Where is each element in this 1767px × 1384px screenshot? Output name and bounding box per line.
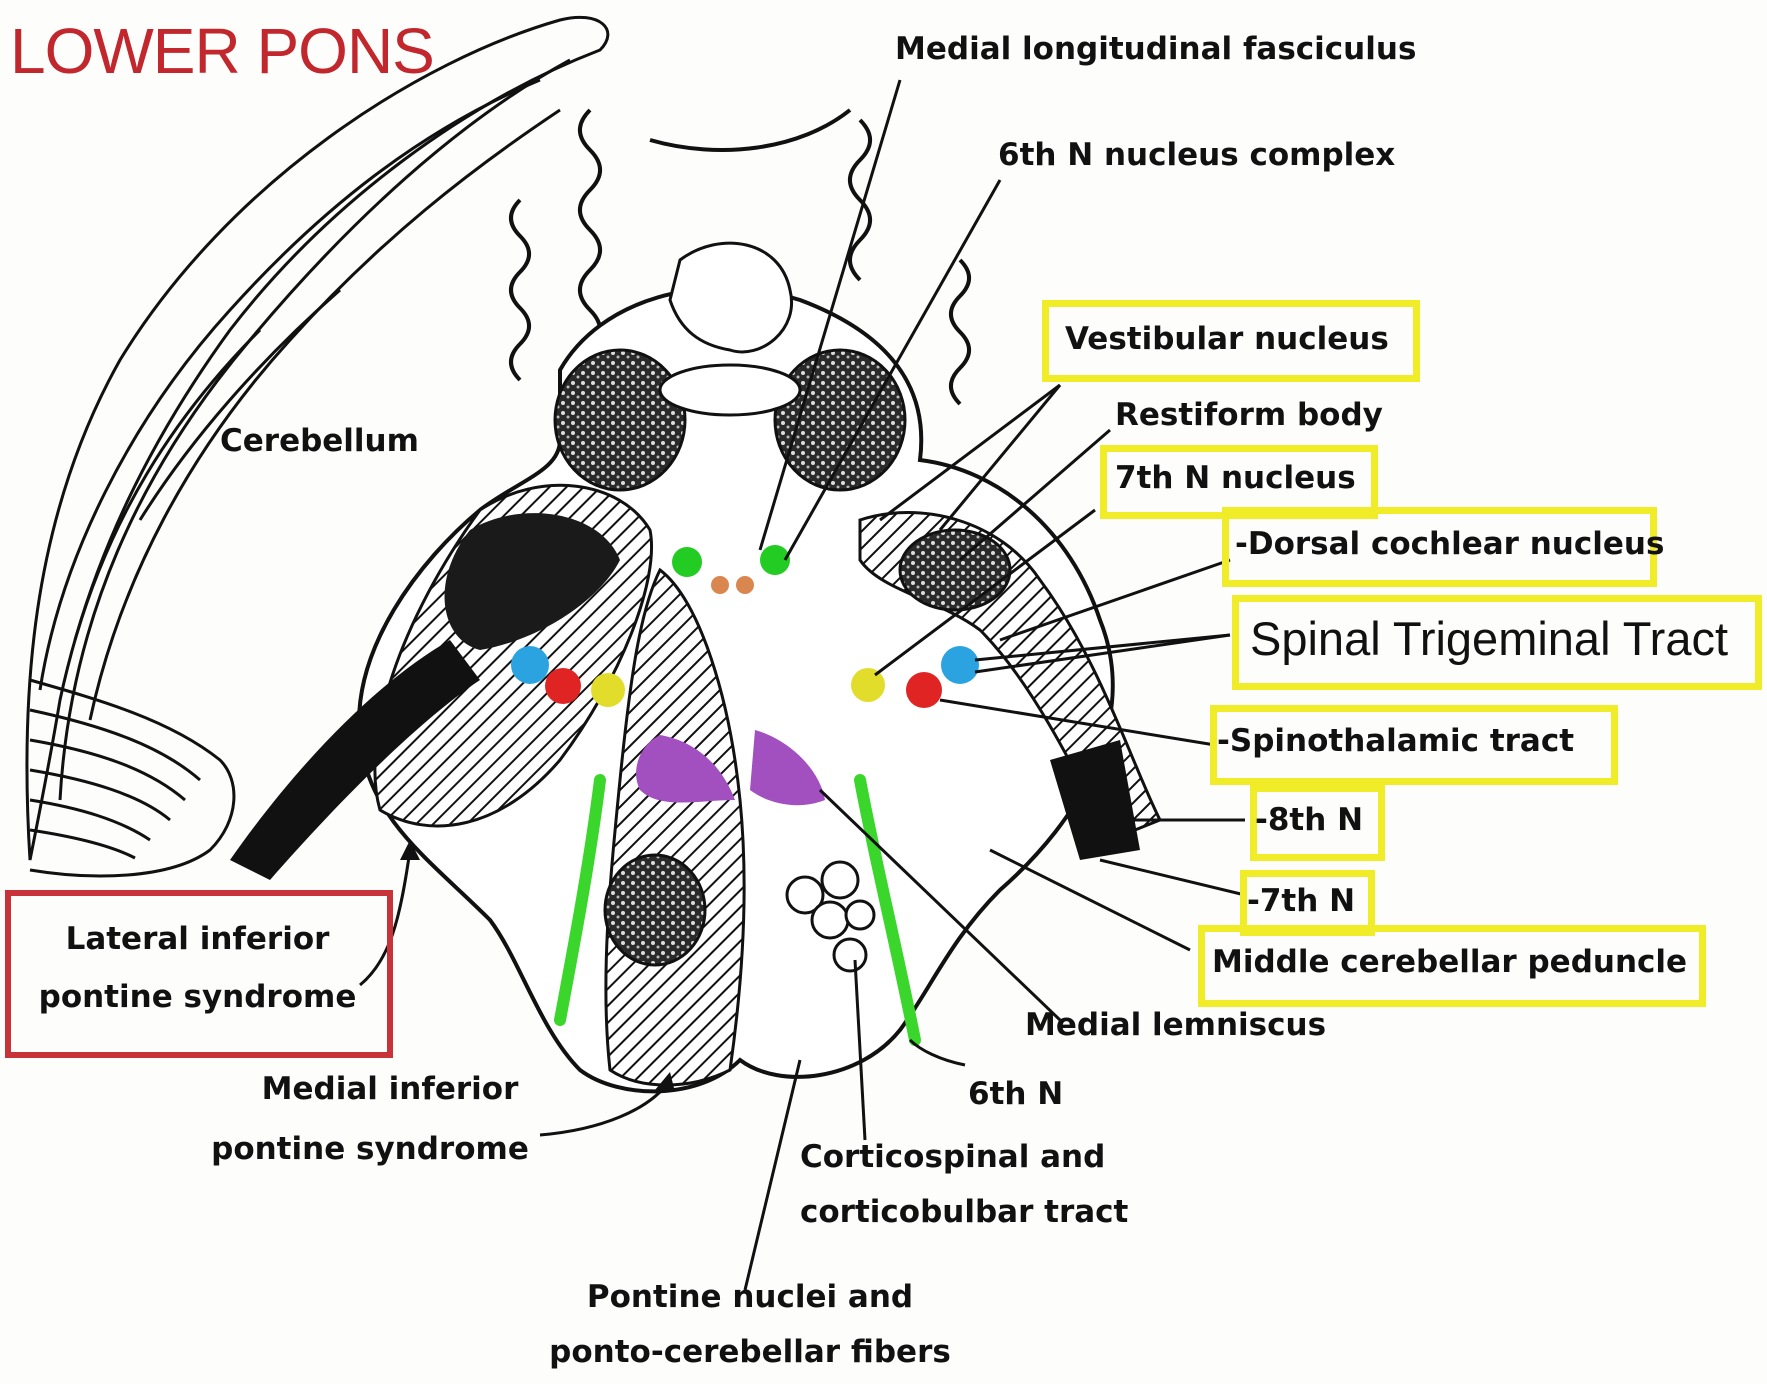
mcp-label: Middle cerebellar peduncle — [1212, 945, 1687, 981]
mlf-right-dot — [736, 576, 754, 594]
mlf-label: Medial longitudinal fasciculus — [895, 32, 1416, 68]
eighth-n-label: -8th N — [1255, 803, 1363, 839]
seventh-nucleus-label: 7th N nucleus — [1115, 461, 1356, 497]
spinal-trigeminal-label: Spinal Trigeminal Tract — [1250, 612, 1728, 666]
lateral-syndrome-box — [5, 890, 393, 1058]
corticospinal-label-line2: corticobulbar tract — [800, 1195, 1128, 1231]
restiform-label: Restiform body — [1115, 398, 1383, 434]
spinothalamic-right-dot — [906, 672, 942, 708]
seventh-nucleus-left-dot — [591, 673, 625, 707]
pontine-label-line2: ponto-cerebellar fibers — [540, 1335, 960, 1371]
sixth-n-label: 6th N — [968, 1077, 1063, 1113]
medial-syndrome-label-line1: Medial inferior — [220, 1072, 560, 1108]
corticospinal-label-line1: Corticospinal and — [800, 1140, 1105, 1176]
medial-lemniscus-label: Medial lemniscus — [1025, 1008, 1326, 1044]
lateral-syndrome-label-line1: Lateral inferior — [25, 922, 370, 958]
lateral-syndrome-label-line2: pontine syndrome — [25, 980, 370, 1016]
pontine-label-line1: Pontine nuclei and — [560, 1280, 940, 1316]
spinal-trigeminal-right-dot — [941, 646, 979, 684]
mlf-left-dot — [711, 576, 729, 594]
vestibular-label: Vestibular nucleus — [1065, 322, 1389, 358]
sixth-nucleus-label: 6th N nucleus complex — [998, 138, 1395, 174]
spinothalamic-left-dot — [545, 668, 581, 704]
medial-syndrome-label-line2: pontine syndrome — [200, 1132, 540, 1168]
dorsal-cochlear-label: -Dorsal cochlear nucleus — [1235, 527, 1664, 563]
spinothalamic-label: -Spinothalamic tract — [1217, 724, 1574, 760]
cerebellum-label: Cerebellum — [220, 424, 419, 460]
page-title: LOWER PONS — [10, 14, 434, 88]
spinal-trigeminal-left-dot — [511, 646, 549, 684]
sixth-nucleus-left-dot — [672, 547, 702, 577]
seventh-n-label: -7th N — [1247, 884, 1355, 920]
